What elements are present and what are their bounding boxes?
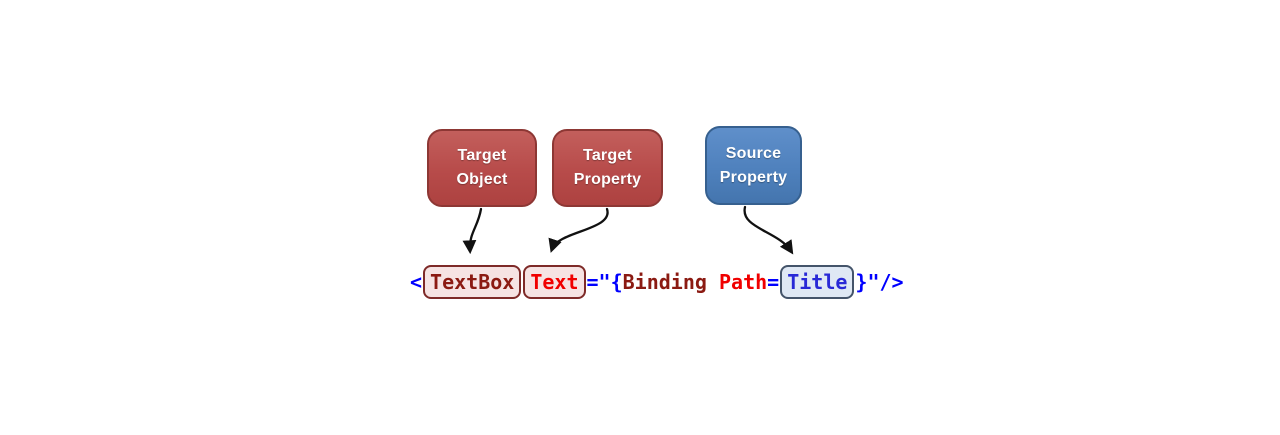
arrow-target-object-to-textbox (462, 207, 483, 255)
code-path-keyword: Path (718, 270, 768, 294)
target-property-label-line1: Target (583, 147, 632, 164)
xaml-code-line: < TextBox Text ="{ Binding Path = Title … (410, 261, 904, 303)
arrow-source-property-to-title (743, 205, 794, 255)
code-textbox-token: TextBox (423, 265, 522, 299)
source-property-label-line2: Property (719, 168, 788, 186)
code-close-brace-quote-slash: }"/> (855, 270, 904, 294)
code-binding-keyword: Binding (622, 270, 707, 294)
arrow-target-property-to-text (548, 207, 609, 253)
code-equals-quote-brace: ="{ (586, 270, 623, 294)
code-open-angle-bracket: < (410, 270, 423, 294)
target-object-label-line2: Object (456, 171, 508, 188)
source-property-label-line1: Source (725, 144, 782, 162)
code-equals-sign: = (767, 270, 780, 294)
source-property-node: Source Property (705, 126, 802, 205)
code-space (707, 270, 719, 294)
target-property-node: Target Property (552, 129, 663, 207)
code-text-token: Text (523, 265, 586, 299)
target-property-label-line2: Property (573, 171, 642, 188)
code-title-token: Title (780, 265, 855, 299)
target-object-node: Target Object (427, 129, 537, 207)
target-object-label-line1: Target (457, 147, 507, 164)
